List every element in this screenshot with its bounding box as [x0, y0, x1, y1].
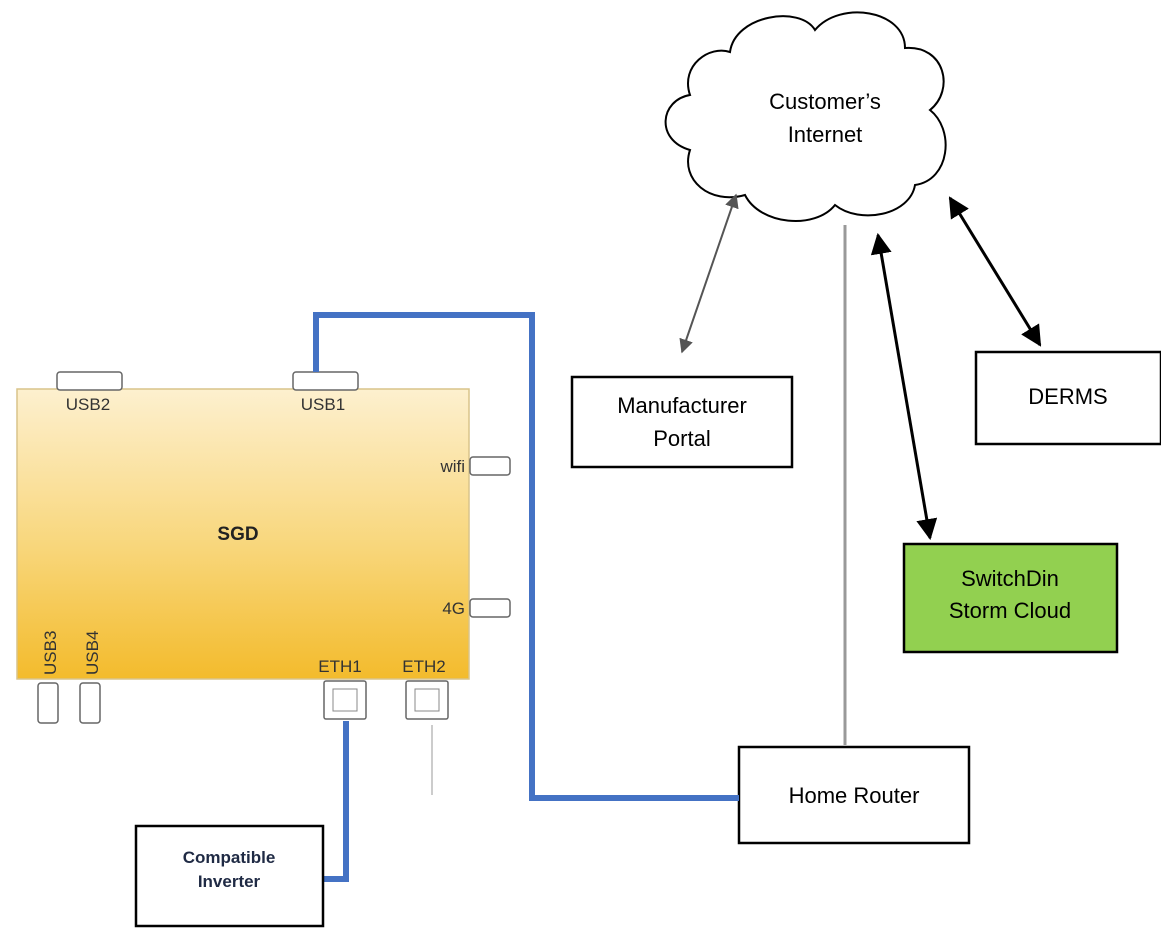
- storm-cloud-box: SwitchDin Storm Cloud: [902, 542, 1119, 654]
- storm-cloud-line1: SwitchDin: [961, 566, 1059, 591]
- sgd-label: SGD: [217, 524, 258, 545]
- wifi-port: [469, 456, 511, 476]
- derms-internet-arrow: [948, 196, 1042, 347]
- manufacturer-portal-box: Manufacturer Portal: [570, 375, 794, 469]
- inverter-box: Compatible Inverter: [134, 824, 325, 928]
- manufacturer-portal-line1: Manufacturer: [617, 393, 747, 418]
- usb3-label: USB3: [41, 631, 60, 675]
- eth2-port: [405, 680, 449, 720]
- usb2-port: [56, 371, 123, 391]
- sgd-device: SGD USB2 USB1 wifi 4G USB3 USB4 ETH1 ETH…: [16, 371, 511, 724]
- usb4-port: [79, 682, 101, 724]
- derms-label: DERMS: [1028, 384, 1107, 409]
- cloud-label-line1: Customer’s: [769, 89, 881, 114]
- cloud-label-line2: Internet: [788, 122, 863, 147]
- home-router-label: Home Router: [789, 783, 920, 808]
- wifi-label: wifi: [439, 457, 465, 476]
- portal-internet-arrow: [679, 193, 739, 354]
- manufacturer-portal-line2: Portal: [653, 426, 710, 451]
- eth1-inverter-cable: [322, 721, 349, 882]
- 4g-port: [469, 598, 511, 618]
- usb1-router-cable: [313, 312, 739, 801]
- 4g-label: 4G: [442, 599, 465, 618]
- usb1-port: [292, 371, 359, 391]
- eth1-label: ETH1: [318, 657, 361, 676]
- eth1-port: [323, 680, 367, 720]
- usb3-port: [37, 682, 59, 724]
- storm-cloud-line2: Storm Cloud: [949, 598, 1071, 623]
- eth2-label: ETH2: [402, 657, 445, 676]
- internet-cloud: Customer’s Internet: [664, 11, 947, 222]
- derms-box: DERMS: [974, 350, 1161, 446]
- inverter-line2: Inverter: [198, 872, 261, 891]
- usb2-label: USB2: [66, 395, 110, 414]
- inverter-line1: Compatible: [183, 848, 276, 867]
- usb1-label: USB1: [301, 395, 345, 414]
- storm-internet-arrow: [870, 232, 938, 541]
- usb4-label: USB4: [83, 631, 102, 675]
- home-router-box: Home Router: [737, 745, 971, 845]
